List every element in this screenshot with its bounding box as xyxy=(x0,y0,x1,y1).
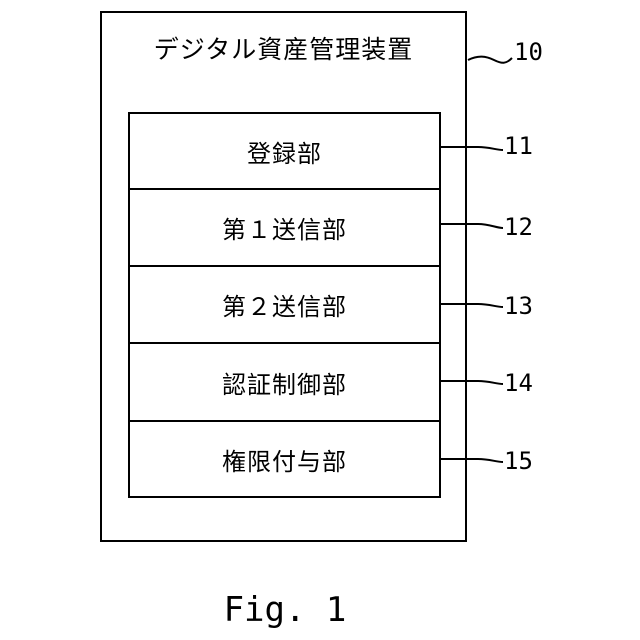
leader-line-10 xyxy=(468,57,512,63)
leader-line-13 xyxy=(441,304,503,307)
ref-label-12: 12 xyxy=(504,213,533,241)
ref-label-11: 11 xyxy=(504,132,533,160)
leader-line-14 xyxy=(441,381,503,384)
leader-line-15 xyxy=(441,459,503,462)
leader-line-12 xyxy=(441,224,503,228)
ref-label-14: 14 xyxy=(504,369,533,397)
ref-label-10: 10 xyxy=(514,38,543,66)
leader-line-11 xyxy=(441,147,503,150)
ref-label-15: 15 xyxy=(504,447,533,475)
figure-caption: Fig. 1 xyxy=(0,590,570,630)
ref-label-13: 13 xyxy=(504,292,533,320)
